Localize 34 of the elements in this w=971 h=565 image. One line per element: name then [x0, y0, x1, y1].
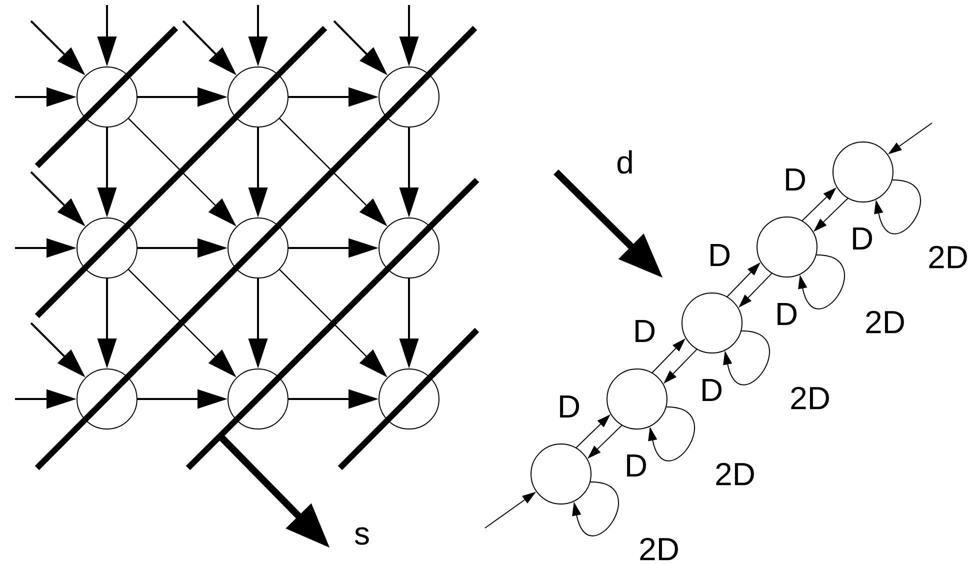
edge-label: 2D [638, 536, 680, 562]
edge-label: D [774, 302, 800, 326]
circle-node [606, 368, 668, 430]
edge-label: 2D [926, 244, 970, 270]
circle-node [682, 292, 742, 354]
circle-node [228, 66, 288, 128]
circle-node [756, 216, 818, 278]
edge-label: D [706, 243, 732, 268]
edge-label: 2D [864, 310, 906, 334]
circle-node [378, 218, 440, 278]
circle-node [378, 368, 440, 430]
edge-label: D [623, 454, 649, 478]
direction-label: d [617, 150, 632, 174]
circle-node [76, 368, 138, 430]
circle-node [76, 218, 138, 278]
loop-arrow [723, 330, 770, 386]
edge-label: D [632, 319, 658, 343]
circle-node [228, 218, 288, 278]
circle-node [530, 444, 592, 504]
circle-node [228, 368, 288, 430]
circle-node [76, 66, 138, 128]
loop-arrow [572, 481, 619, 536]
loop-arrow [874, 179, 921, 234]
direction-label: s [354, 527, 369, 545]
circle-node [378, 66, 440, 128]
edge-label: D [849, 226, 875, 250]
loop-arrow [648, 406, 695, 462]
edge-label: D [556, 394, 582, 418]
loop-arrow [798, 254, 845, 310]
edge-label: D [698, 378, 724, 402]
edge-label: D [782, 168, 808, 192]
edge-label: 2D [788, 386, 832, 410]
circle-node [832, 142, 894, 202]
edge-label: 2D [714, 462, 756, 486]
